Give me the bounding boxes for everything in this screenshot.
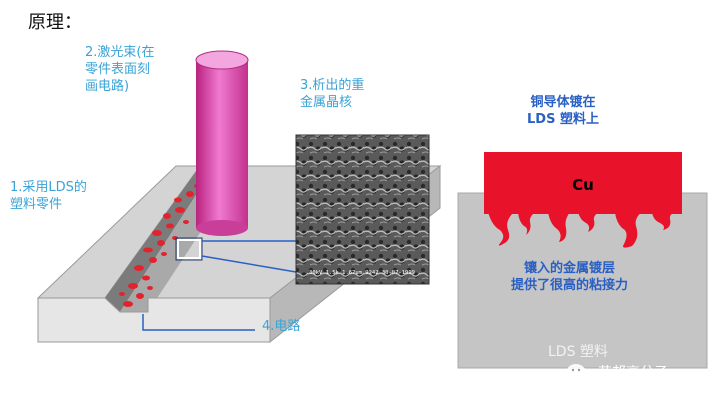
- copper-title-line1: 铜导体镀在: [530, 95, 596, 110]
- copper-title-line2: LDS 塑料上: [527, 112, 599, 127]
- laser-beam-label-line3: 画电路): [85, 79, 130, 94]
- lds-part-label: 1.采用LDS的 塑料零件: [10, 179, 87, 213]
- lds-part-label-line2: 塑料零件: [10, 197, 63, 212]
- embedded-coating-line2: 提供了很高的粘接力: [511, 278, 629, 293]
- watermark-text: 艾邦高分子: [598, 365, 668, 381]
- lds-part-label-line1: 1.采用LDS的: [10, 180, 87, 195]
- lds-plastic-label: LDS 塑料: [548, 344, 608, 360]
- sem-caption: 30kV 1.5k 1.67um 9242 30-07-1999: [309, 270, 415, 276]
- magnify-box: [177, 239, 201, 259]
- metal-nuclei-label: 3.析出的重 金属晶核: [300, 77, 364, 111]
- metal-nuclei-label-line1: 3.析出的重: [300, 78, 365, 93]
- callout-line-bottom: [201, 255, 297, 273]
- embedded-coating-label: 镶入的金属镀层 提供了很高的粘接力: [511, 260, 628, 294]
- circuit-label: 4.电路: [262, 319, 301, 334]
- sem-micrograph: [295, 134, 430, 285]
- metal-nuclei-label-line2: 金属晶核: [300, 95, 353, 110]
- laser-beam-label-line1: 2.激光束(在: [85, 45, 155, 60]
- copper-title-label: 铜导体镀在 LDS 塑料上: [527, 94, 599, 128]
- copper-layer: [484, 152, 682, 248]
- watermark: 艾邦高分子: [566, 362, 668, 382]
- copper-label: Cu: [572, 176, 594, 194]
- laser-beam: [195, 50, 249, 236]
- embedded-coating-line1: 镶入的金属镀层: [524, 261, 616, 276]
- wechat-icon: [567, 364, 591, 380]
- laser-beam-label: 2.激光束(在 零件表面刻 画电路): [85, 44, 154, 95]
- circuit-trace: [119, 184, 200, 307]
- page-title: 原理：: [28, 12, 82, 33]
- laser-beam-label-line2: 零件表面刻: [85, 62, 151, 77]
- magnify-box-outline: [175, 237, 203, 261]
- circuit-callout-line: [142, 314, 255, 331]
